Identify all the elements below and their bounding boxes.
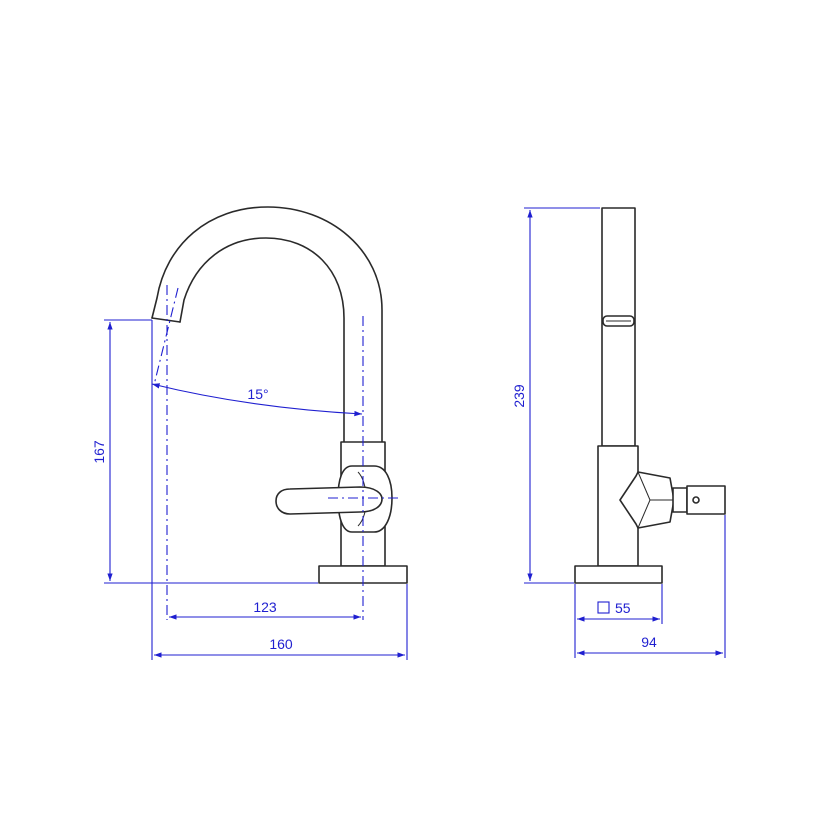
angle-label: 15° xyxy=(247,386,268,402)
front-height-dimension: 167 xyxy=(91,319,318,584)
connector xyxy=(672,487,688,513)
spout-axis xyxy=(153,287,179,386)
square-icon xyxy=(597,601,610,614)
base-square-dimension: 55 xyxy=(574,584,663,658)
front-view: 15° 167 123 160 xyxy=(91,206,408,660)
front-height-label: 167 xyxy=(91,440,107,464)
spout-reach-label: 123 xyxy=(253,599,277,615)
angle-arc xyxy=(151,383,363,417)
side-base-plate xyxy=(574,565,663,584)
lever-handle xyxy=(275,486,383,515)
overall-width-label: 160 xyxy=(269,636,293,652)
side-tube xyxy=(601,207,636,447)
side-height-dimension: 239 xyxy=(511,207,600,584)
end-cap xyxy=(686,485,726,515)
side-height-label: 239 xyxy=(511,384,527,408)
base-square-label: 55 xyxy=(615,600,631,616)
side-depth-dimension: 94 xyxy=(577,515,726,658)
side-view: 239 55 94 xyxy=(511,207,726,658)
end-cap-screw xyxy=(692,496,700,504)
spout-reach-dimension: 123 xyxy=(169,599,361,620)
side-depth-label: 94 xyxy=(641,634,657,650)
spout xyxy=(151,206,383,443)
overall-width-dimension: 160 xyxy=(151,320,408,660)
